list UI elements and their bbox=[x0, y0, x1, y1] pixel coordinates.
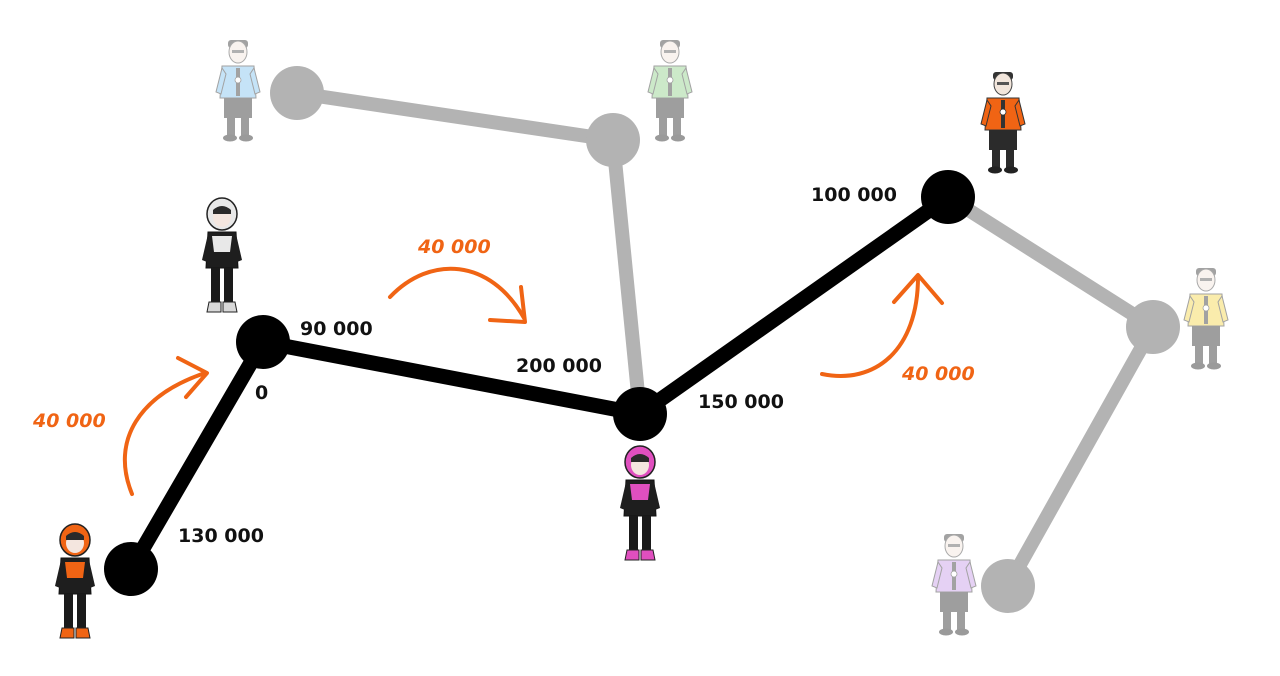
label-n2-before: 0 bbox=[255, 382, 268, 404]
transfer-arrow-t2-head bbox=[488, 285, 527, 324]
transfer-arrow-t3-head bbox=[892, 273, 944, 305]
node-n4 bbox=[921, 170, 975, 224]
label-n4-balance: 100 000 bbox=[811, 184, 897, 206]
edge-n4-g3 bbox=[941, 190, 1160, 334]
node-n3 bbox=[613, 387, 667, 441]
character-orange-hooded-girl bbox=[54, 523, 96, 639]
transfer-arrows bbox=[122, 266, 944, 496]
transfer-labels: 40 000 40 000 40 000 bbox=[32, 236, 975, 432]
character-green-jacket-boy bbox=[647, 39, 693, 142]
node-g4 bbox=[981, 559, 1035, 613]
character-blue-jacket-boy bbox=[215, 39, 261, 142]
edge-g1-g2 bbox=[290, 86, 620, 147]
character-purple-jacket-boy bbox=[931, 533, 977, 636]
edge-g3-g4 bbox=[1001, 320, 1160, 593]
edge-n2-n3 bbox=[255, 334, 648, 422]
transfer-amount-t3: 40 000 bbox=[901, 363, 975, 385]
node-g2 bbox=[586, 113, 640, 167]
transfer-arrow-t2 bbox=[388, 266, 526, 320]
label-n1-balance: 130 000 bbox=[178, 525, 264, 547]
edges bbox=[123, 86, 1160, 593]
edge-g2-n3 bbox=[606, 133, 647, 421]
edge-n3-n4 bbox=[632, 189, 956, 422]
node-g1 bbox=[270, 66, 324, 120]
node-n2 bbox=[236, 315, 290, 369]
label-n2-after: 90 000 bbox=[300, 318, 373, 340]
character-orange-jacket-boy bbox=[980, 71, 1026, 174]
transfer-arrow-t3 bbox=[820, 275, 920, 378]
transfer-amount-t2: 40 000 bbox=[417, 236, 491, 258]
node-g3 bbox=[1126, 300, 1180, 354]
node-n1 bbox=[104, 542, 158, 596]
transfer-arrow-t1-head bbox=[176, 356, 209, 399]
balance-labels: 130 000 0 90 000 200 000 150 000 100 000 bbox=[178, 184, 897, 547]
label-n3-before: 200 000 bbox=[516, 355, 602, 377]
transfer-arrow-t1 bbox=[122, 371, 207, 496]
character-white-hooded-girl bbox=[201, 197, 243, 313]
nodes bbox=[104, 66, 1180, 613]
character-yellow-jacket-boy bbox=[1183, 267, 1229, 370]
character-pink-hooded-girl bbox=[619, 445, 661, 561]
edge-n1-n2 bbox=[123, 334, 271, 577]
transfer-amount-t1: 40 000 bbox=[32, 410, 106, 432]
label-n3-after: 150 000 bbox=[698, 391, 784, 413]
characters bbox=[54, 39, 1229, 639]
